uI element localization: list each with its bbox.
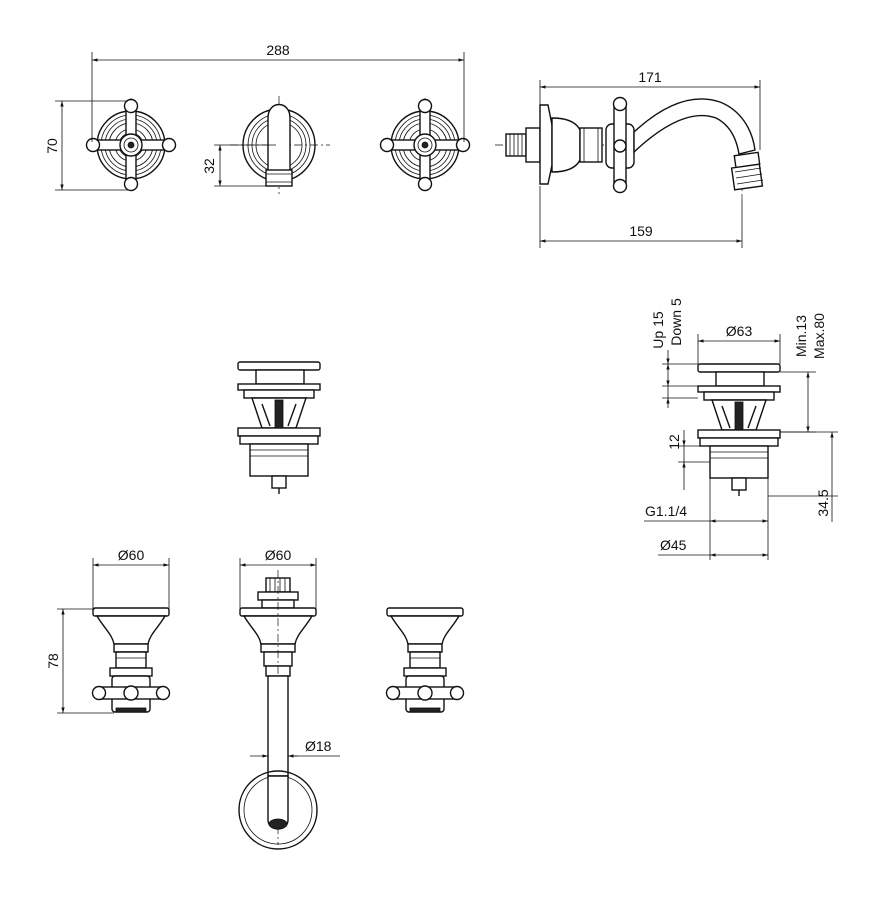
- dimension-up-label: Up 15: [650, 311, 666, 349]
- dimension-171-label: 171: [638, 69, 662, 85]
- bottom-spout-front: [238, 570, 318, 850]
- dimension-60-left: Ø60: [92, 547, 170, 610]
- dimension-32: 32: [201, 144, 276, 187]
- dimension-45: Ø45: [658, 537, 768, 557]
- dimension-70-label: 70: [44, 138, 60, 154]
- popup-waste-section: [697, 363, 781, 496]
- dimension-60-left-label: Ø60: [118, 547, 145, 563]
- dimension-up-down: Up 15 Down 5: [650, 298, 698, 408]
- top-left-cross-handle: [85, 98, 177, 192]
- dimension-12-label: 12: [666, 434, 682, 450]
- dimension-g114-label: G1.1/4: [645, 503, 687, 519]
- dimension-78: 78: [45, 608, 114, 714]
- popup-waste: [237, 361, 321, 494]
- dimension-max-label: Max.80: [811, 313, 827, 359]
- dimension-70: 70: [44, 100, 128, 191]
- side-spout: [495, 96, 764, 200]
- dimension-78-label: 78: [45, 653, 61, 669]
- dimension-60-center-label: Ø60: [265, 547, 292, 563]
- bottom-right-valve: [385, 607, 465, 713]
- dimension-down-label: Down 5: [668, 298, 684, 346]
- dimension-159: 159: [539, 186, 743, 248]
- dimension-63: Ø63: [697, 323, 781, 364]
- dimension-min-label: Min.13: [793, 315, 809, 357]
- dimension-18-label: Ø18: [305, 738, 332, 754]
- top-right-cross-handle: [379, 98, 471, 192]
- dimension-45-label: Ø45: [660, 537, 687, 553]
- dimension-60-center: Ø60: [239, 547, 317, 610]
- dimension-min-max: Min.13 Max.80: [780, 313, 827, 433]
- dimension-32-label: 32: [201, 158, 217, 174]
- dimension-63-label: Ø63: [726, 323, 753, 339]
- dimension-345-label: 34.5: [815, 489, 831, 516]
- dimension-171: 171: [539, 69, 761, 150]
- dimension-288-label: 288: [266, 42, 290, 58]
- dimension-159-label: 159: [629, 223, 653, 239]
- bottom-left-valve: [91, 607, 171, 713]
- dimension-345: 34.5: [768, 431, 838, 522]
- dimension-288: 288: [91, 42, 465, 142]
- dimension-g114: G1.1/4: [644, 478, 769, 560]
- dimension-12: 12: [666, 430, 710, 490]
- dimension-18: Ø18: [250, 738, 340, 758]
